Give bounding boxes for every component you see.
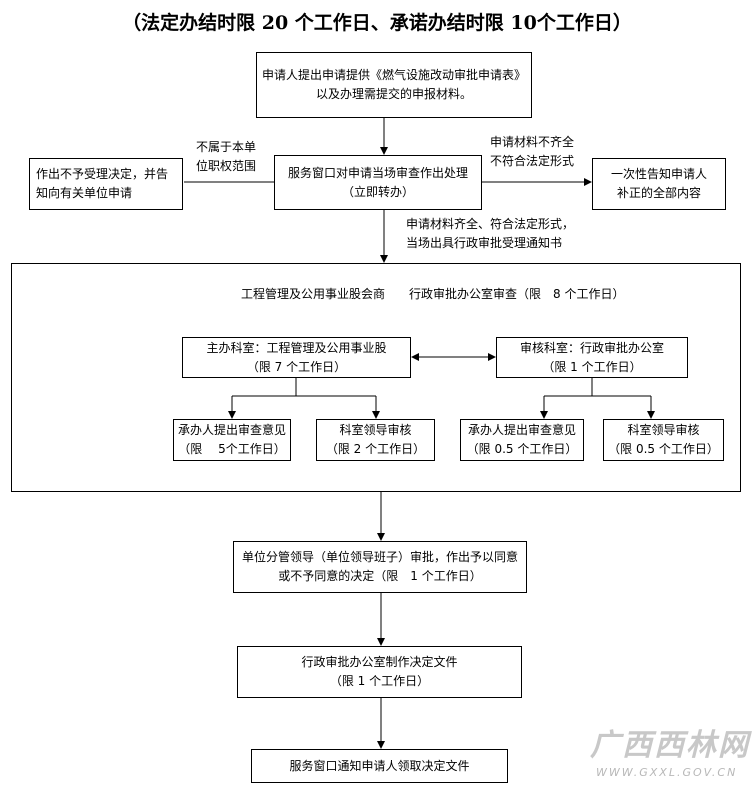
audit-handler-box: 承办人提出审查意见 （限 0.5 个工作日）: [460, 419, 584, 461]
reject-box: 作出不予受理决定，并告 知向有关单位申请: [29, 158, 183, 210]
audit-dept-box: 审核科室：行政审批办公室 （限 1 个工作日）: [496, 337, 688, 378]
complete-line-1: 申请材料齐全、符合法定形式，: [406, 217, 575, 231]
apply-line-1: 申请人提出申请提供《燃气设施改动审批申请表》: [261, 68, 526, 82]
apply-line-2: 以及办理需提交的申报材料。: [315, 87, 472, 101]
audit-leader-line-1: 科室领导审核: [627, 423, 700, 437]
review-stage-header: 工程管理及公用事业股会商 行政审批办公室审查（限 8 个工作日）: [241, 287, 625, 301]
unit-leader-line-2: 或不予同意的决定（限 1 个工作日）: [278, 569, 482, 583]
window-review-box: 服务窗口对申请当场审查作出处理 （立即转办）: [274, 155, 482, 210]
audit-handler-line-1: 承办人提出审查意见: [467, 423, 576, 437]
window-review-line-1: 服务窗口对申请当场审查作出处理: [287, 165, 468, 180]
main-leader-box: 科室领导审核 （限 2 个工作日）: [316, 419, 435, 461]
reject-line-2: 知向有关单位申请: [36, 186, 133, 200]
main-dept-line-2: （限 7 个工作日）: [246, 359, 347, 374]
audit-leader-box: 科室领导审核 （限 0.5 个工作日）: [603, 419, 724, 461]
audit-dept-line-2: （限 1 个工作日）: [542, 359, 642, 374]
window-review-line-2: （立即转办）: [341, 184, 414, 199]
audit-leader-line-2: （限 0.5 个工作日）: [608, 442, 719, 456]
watermark-logo: 广西西林网: [590, 728, 750, 763]
audit-dept-line-1: 审核科室：行政审批办公室: [519, 340, 664, 355]
out-of-scope-line-1: 不属于本单: [196, 140, 257, 154]
incomplete-line-1: 申请材料不齐全: [490, 135, 575, 149]
watermark-url: WWW.GXXL.GOV.CN: [596, 766, 738, 779]
incomplete-label: 申请材料不齐全 不符合法定形式: [490, 133, 574, 171]
notify-missing-line-1: 一次性告知申请人: [610, 167, 707, 181]
make-document-box: 行政审批办公室制作决定文件 （限 1 个工作日）: [237, 646, 522, 698]
notify-missing-line-2: 补正的全部内容: [616, 186, 701, 200]
main-handler-line-1: 承办人提出审查意见: [177, 423, 286, 437]
incomplete-line-2: 不符合法定形式: [490, 154, 575, 168]
out-of-scope-line-2: 位职权范围: [196, 159, 257, 173]
complete-line-2: 当场出具行政审批受理通知书: [406, 236, 563, 250]
make-document-line-1: 行政审批办公室制作决定文件: [301, 655, 458, 669]
review-stage-frame: [11, 263, 741, 492]
notify-collect-box: 服务窗口通知申请人领取决定文件: [251, 749, 508, 783]
audit-handler-line-2: （限 0.5 个工作日）: [466, 442, 578, 456]
out-of-scope-label: 不属于本单 位职权范围: [196, 138, 256, 176]
reject-line-1: 作出不予受理决定，并告: [36, 167, 169, 181]
apply-box: 申请人提出申请提供《燃气设施改动审批申请表》 以及办理需提交的申报材料。: [256, 52, 532, 118]
complete-label: 申请材料齐全、符合法定形式， 当场出具行政审批受理通知书: [406, 215, 574, 253]
main-leader-line-1: 科室领导审核: [339, 423, 412, 437]
main-leader-line-2: （限 2 个工作日）: [325, 442, 426, 456]
page-title: （法定办结时限 20 个工作日、承诺办结时限 10个工作日）: [122, 12, 632, 34]
main-dept-line-1: 主办科室：工程管理及公用事业股: [206, 340, 387, 355]
main-handler-box: 承办人提出审查意见 （限 5个工作日）: [173, 419, 291, 461]
main-handler-line-2: （限 5个工作日）: [178, 442, 286, 456]
main-dept-box: 主办科室：工程管理及公用事业股 （限 7 个工作日）: [182, 337, 411, 378]
make-document-line-2: （限 1 个工作日）: [329, 674, 430, 688]
notify-collect-line-1: 服务窗口通知申请人领取决定文件: [289, 758, 470, 773]
unit-leader-box: 单位分管领导（单位领导班子）审批，作出予以同意 或不予同意的决定（限 1 个工作…: [233, 541, 527, 593]
notify-missing-box: 一次性告知申请人 补正的全部内容: [592, 158, 726, 210]
unit-leader-line-1: 单位分管领导（单位领导班子）审批，作出予以同意: [241, 550, 518, 564]
